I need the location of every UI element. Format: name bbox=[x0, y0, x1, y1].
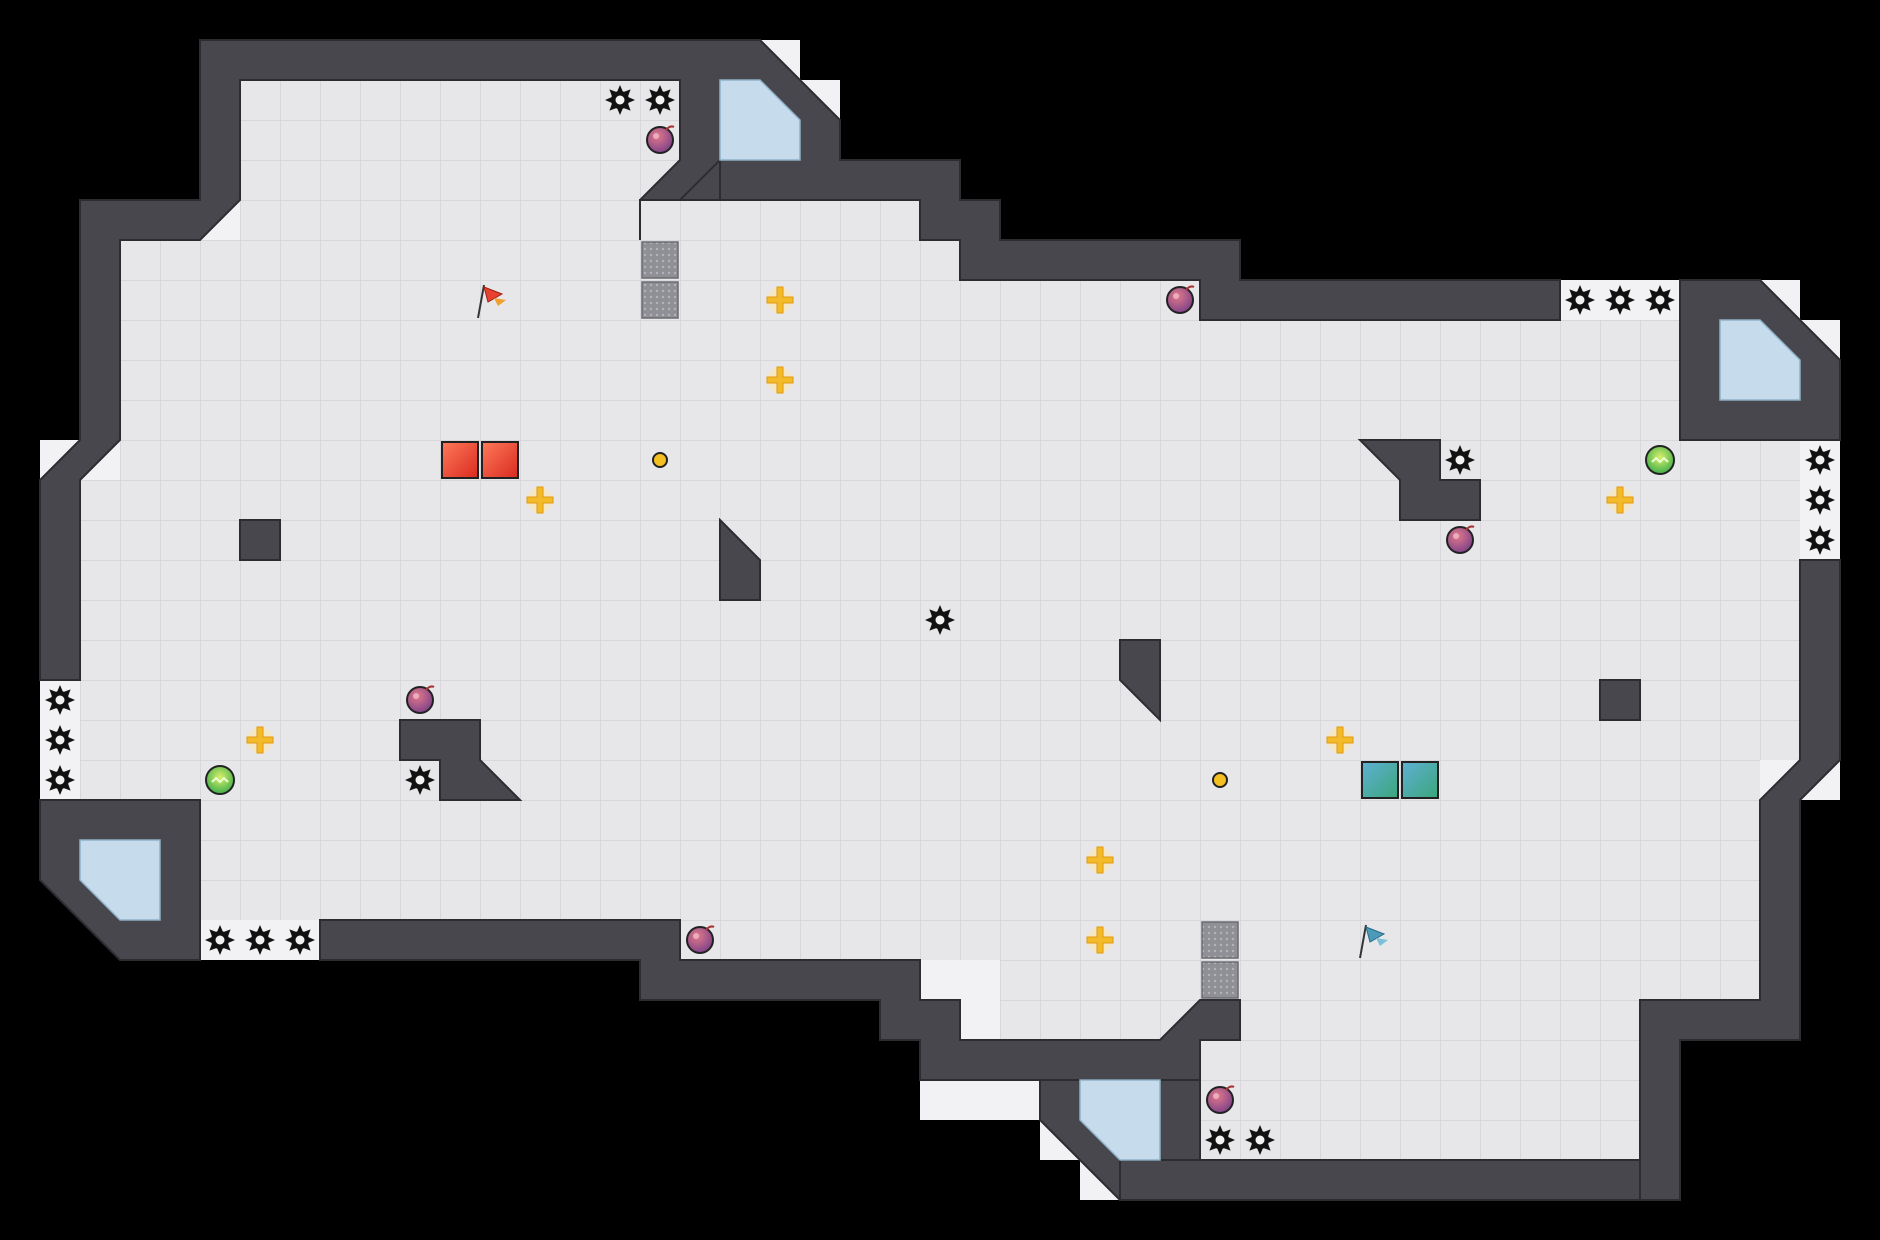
boost-icon bbox=[246, 726, 274, 754]
bomb-icon bbox=[1446, 525, 1475, 554]
gate-tile bbox=[1201, 921, 1239, 959]
blue-spawn bbox=[1361, 761, 1439, 799]
base-top-right bbox=[1719, 319, 1801, 401]
team-bases bbox=[79, 79, 1801, 1161]
boost-icon bbox=[766, 366, 794, 394]
spike-icon bbox=[1805, 525, 1835, 555]
spike-icon bbox=[245, 925, 275, 955]
base-bottom-left bbox=[79, 839, 161, 921]
spike-icon bbox=[1605, 285, 1635, 315]
bomb-icon bbox=[646, 125, 675, 154]
base-top-left bbox=[719, 79, 801, 161]
spike-icon bbox=[1805, 445, 1835, 475]
spike-icon bbox=[45, 685, 75, 715]
boost-icon bbox=[1086, 926, 1114, 954]
boost-icon bbox=[1086, 846, 1114, 874]
spike-icon bbox=[605, 85, 635, 115]
spike-icon bbox=[1805, 485, 1835, 515]
spike-icon bbox=[1645, 285, 1675, 315]
pellet-icon bbox=[1212, 772, 1228, 788]
bombs bbox=[406, 125, 1475, 1114]
bomb-icon bbox=[406, 685, 435, 714]
spike-icon bbox=[925, 605, 955, 635]
gate-tile bbox=[641, 281, 679, 319]
bomb-icon bbox=[686, 925, 715, 954]
spike-icon bbox=[405, 765, 435, 795]
gate-tile bbox=[641, 241, 679, 279]
pellet-icon bbox=[652, 452, 668, 468]
bomb-icon bbox=[1206, 1085, 1235, 1114]
red-spawn bbox=[441, 441, 519, 479]
boost-icon bbox=[526, 486, 554, 514]
base-bottom bbox=[1079, 1079, 1161, 1161]
spike-icon bbox=[205, 925, 235, 955]
spike-icon bbox=[45, 765, 75, 795]
boost-icon bbox=[766, 286, 794, 314]
spike-icon bbox=[1445, 445, 1475, 475]
spike-icon bbox=[285, 925, 315, 955]
spike-icon bbox=[45, 725, 75, 755]
powerup-icon bbox=[205, 765, 235, 795]
boost-icon bbox=[1326, 726, 1354, 754]
boost-icon bbox=[1606, 486, 1634, 514]
gate-tile bbox=[1201, 961, 1239, 999]
pellets bbox=[652, 452, 1228, 788]
spike-icon bbox=[1245, 1125, 1275, 1155]
spike-icon bbox=[1565, 285, 1595, 315]
gates bbox=[641, 241, 1239, 999]
red-flag-icon[interactable] bbox=[477, 284, 506, 319]
bomb-icon bbox=[1166, 285, 1195, 314]
spike-icon bbox=[645, 85, 675, 115]
blue-flag-icon[interactable] bbox=[1359, 924, 1388, 959]
powerup-icon bbox=[1645, 445, 1675, 475]
spike-icon bbox=[1205, 1125, 1235, 1155]
boosts bbox=[246, 286, 1634, 954]
powerups bbox=[205, 445, 1675, 795]
